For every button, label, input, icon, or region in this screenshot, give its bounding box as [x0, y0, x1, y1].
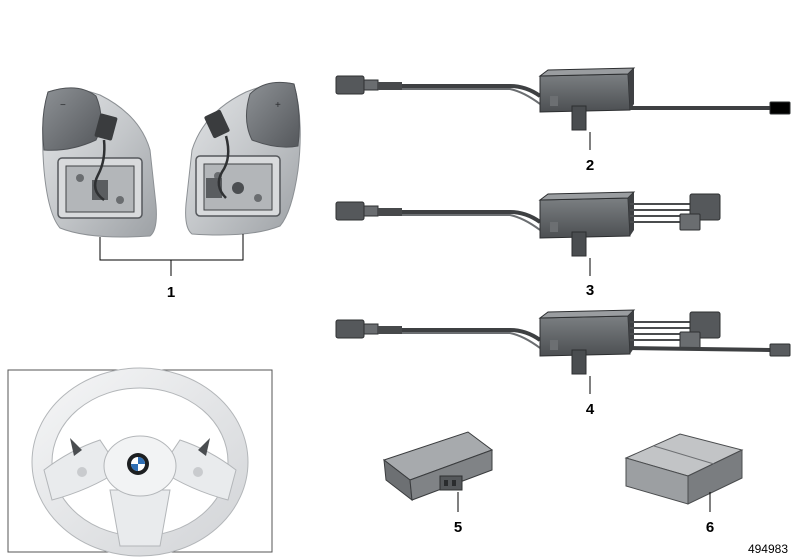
- svg-text:−: −: [60, 100, 66, 111]
- document-number: 494983: [748, 542, 788, 556]
- wiring-harness-2: [335, 67, 791, 131]
- steering-wheel-icon: [31, 367, 249, 557]
- part-label-1: 1: [167, 284, 175, 301]
- shift-paddle-right: +: [185, 81, 301, 236]
- leader-line-1: [99, 234, 244, 276]
- part-label-6: 6: [706, 519, 714, 536]
- shift-paddle-right-icon: +: [185, 81, 301, 236]
- part-label-5: 5: [454, 519, 462, 536]
- shift-paddle-left-icon: −: [42, 87, 157, 238]
- part-label-2: 2: [586, 157, 594, 174]
- wiring-harness-icon: [335, 75, 542, 105]
- svg-text:+: +: [275, 100, 281, 111]
- packaging-box-6: [624, 433, 744, 505]
- control-unit-icon: [538, 67, 636, 131]
- wiring-harness-3: [335, 191, 721, 257]
- bmw-logo-icon: [127, 453, 149, 475]
- part-label-4: 4: [586, 401, 595, 418]
- packaging-box-icon: [624, 433, 744, 505]
- control-unit-5: [382, 431, 494, 502]
- shift-paddle-left: −: [42, 87, 157, 238]
- wiring-harness-4: [335, 309, 791, 375]
- steering-wheel-inset: [7, 367, 273, 557]
- part-label-3: 3: [586, 282, 594, 299]
